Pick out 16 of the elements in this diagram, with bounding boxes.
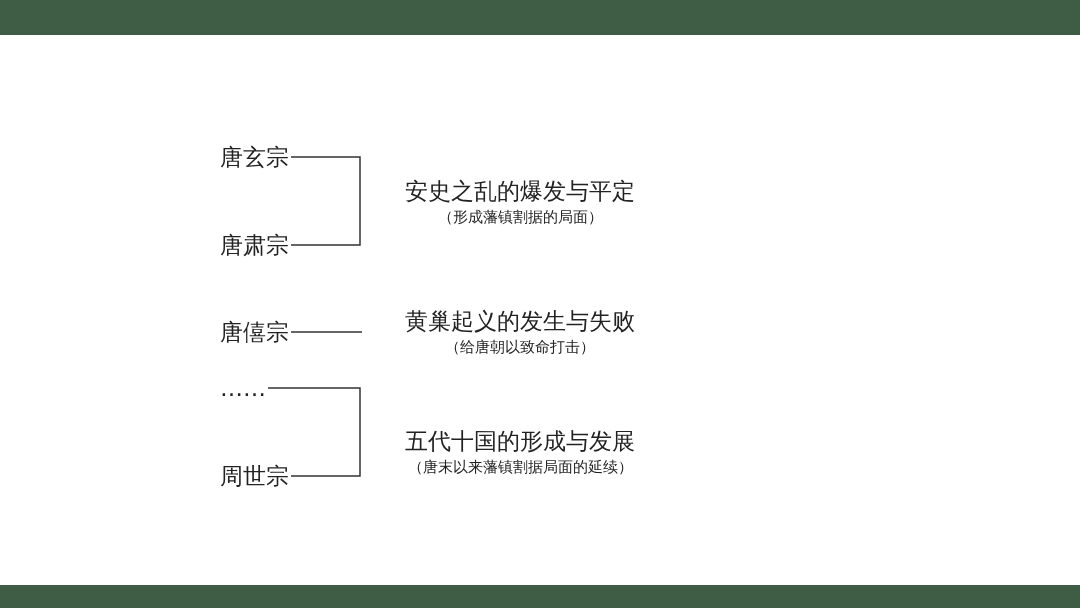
bracket-line [290, 451, 361, 477]
event-title: 黄巢起义的发生与失败 [405, 307, 635, 336]
emperor-name: 唐玄宗 [220, 144, 289, 170]
event-note: （给唐朝以致命打击） [445, 337, 595, 358]
emperor-name: 唐僖宗 [220, 319, 289, 345]
emperor-name: …… [220, 375, 266, 401]
event-note: （唐末以来藩镇割据局面的延续） [407, 457, 633, 478]
event-title: 五代十国的形成与发展 [405, 427, 635, 456]
bracket-line [290, 331, 363, 333]
bracket-line [267, 387, 361, 453]
bracket-line [290, 201, 361, 246]
emperor-name: 唐肃宗 [220, 232, 289, 258]
emperor-name: 周世宗 [220, 463, 289, 489]
event-title: 安史之乱的爆发与平定 [405, 177, 635, 206]
bracket-line [290, 156, 361, 203]
event-note: （形成藩镇割据的局面） [437, 207, 603, 228]
